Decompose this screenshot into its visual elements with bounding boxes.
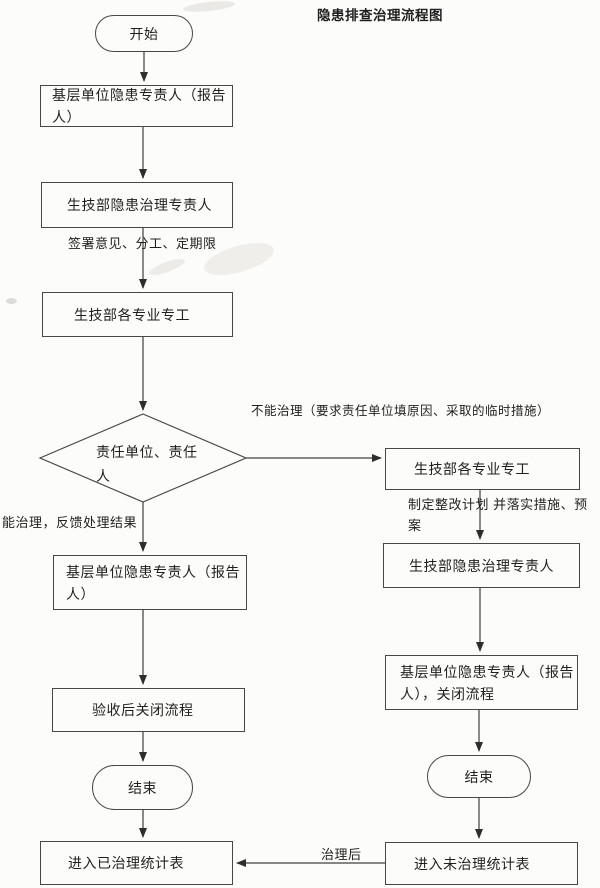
node-end-left: 结束 [92, 765, 193, 810]
node-end-right: 结束 [427, 755, 531, 798]
node-treated-table: 进入已治理统计表 [40, 841, 233, 885]
node-decision-label: 责任单位、责任人 [96, 444, 198, 484]
node-report-person: 基层单位隐患专责人（报告人） [40, 85, 233, 127]
node-untreated-table: 进入未治理统计表 [385, 842, 578, 885]
edge-label-make-plan: 制定整改计划 并落实措施、预案 [408, 497, 588, 533]
node-specialists-label: 生技部各专业专工 [74, 306, 190, 323]
node-untreated-table-label: 进入未治理统计表 [414, 855, 530, 872]
decision-diamond-shape [38, 413, 248, 503]
node-end-right-label: 结束 [464, 768, 494, 785]
node-accept-close: 验收后关闭流程 [52, 688, 245, 732]
node-right-specialists: 生技部各专业专工 [385, 448, 580, 490]
node-accept-close-label: 验收后关闭流程 [92, 702, 194, 718]
node-right-report-close: 基层单位隐患专责人（报告人），关闭流程 [385, 655, 578, 710]
node-feedback-report-person-label: 基层单位隐患专责人（报告人） [66, 563, 240, 602]
edge-label-can-treat: 能治理，反馈处理结果 [2, 515, 138, 530]
node-report-person-label: 基层单位隐患专责人（报告人） [52, 87, 226, 125]
node-end-left-label: 结束 [128, 779, 157, 796]
node-treatment-person-label: 生技部隐患治理专责人 [67, 197, 212, 213]
scan-smudge [6, 298, 17, 304]
edge-label-cannot-treat: 不能治理（要求责任单位填原因、采取的临时措施） [251, 404, 551, 418]
node-right-treatment-person-label: 生技部隐患治理专责人 [409, 557, 554, 574]
node-right-treatment-person: 生技部隐患治理专责人 [383, 543, 580, 588]
node-treatment-person: 生技部隐患治理专责人 [41, 182, 233, 228]
node-start: 开始 [95, 15, 193, 52]
node-start-label: 开始 [129, 25, 159, 42]
node-specialists: 生技部各专业专工 [42, 292, 233, 337]
edge-label-after-treatment: 治理后 [321, 847, 362, 862]
node-right-report-close-label: 基层单位隐患专责人（报告人），关闭流程 [400, 663, 574, 702]
node-right-specialists-label: 生技部各专业专工 [414, 461, 530, 477]
node-treated-table-label: 进入已治理统计表 [68, 855, 184, 871]
node-feedback-report-person: 基层单位隐患专责人（报告人） [53, 555, 247, 610]
page-title: 隐患排查治理流程图 [317, 8, 443, 23]
edge-label-sign-assign: 签署意见、分工、定期限 [68, 236, 217, 251]
